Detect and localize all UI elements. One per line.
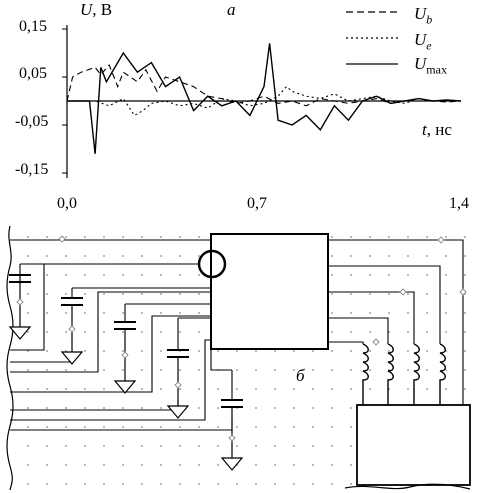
legend-main: U xyxy=(414,30,427,49)
legend-label-umax: Umax xyxy=(414,54,447,77)
capacitor xyxy=(166,349,190,419)
capacitor xyxy=(113,321,137,394)
x-tick-label: 0,0 xyxy=(57,195,77,212)
capacitor xyxy=(60,297,84,365)
capacitor xyxy=(8,274,32,340)
x-label-symbol: t xyxy=(422,120,427,139)
series-layer xyxy=(66,43,462,154)
diamond-markers xyxy=(16,235,467,442)
left-wires xyxy=(10,239,233,431)
legend-label-ub: Ub xyxy=(414,4,432,27)
series-line-u-b xyxy=(66,63,462,107)
lower-block xyxy=(356,404,471,486)
inductor xyxy=(387,343,394,405)
y-tick-label: -0,15 xyxy=(15,161,49,178)
schematic-panel-label: б xyxy=(296,366,305,385)
legend-sub: max xyxy=(426,62,447,77)
legend-sub: e xyxy=(426,38,432,53)
inductor xyxy=(439,343,446,405)
series-line-u-e xyxy=(67,85,462,117)
x-tick-label: 0,7 xyxy=(247,195,267,212)
lower-block-bottom-wave xyxy=(344,483,471,490)
series-line-u-max xyxy=(67,43,462,154)
y-label-unit: , В xyxy=(92,0,113,19)
y-axis-label: U, В xyxy=(80,0,112,20)
y-tick-label: -0,05 xyxy=(15,113,49,130)
legend-main: U xyxy=(414,4,427,23)
chart-panel-label: а xyxy=(227,0,236,19)
y-tick-label: 0,05 xyxy=(19,65,47,82)
y-label-symbol: U xyxy=(80,0,93,19)
legend-main: U xyxy=(414,54,427,73)
x-tick-label: 1,4 xyxy=(449,195,469,212)
capacitor xyxy=(220,399,244,471)
right-wires xyxy=(328,239,464,405)
legend-label-ue: Ue xyxy=(414,30,432,53)
dot-grid-background xyxy=(10,226,476,488)
chart-plot xyxy=(62,11,462,178)
legend-sub: b xyxy=(426,12,433,27)
x-label-unit: , нс xyxy=(426,120,452,139)
left-boundary-wave xyxy=(6,225,14,491)
probe-circle xyxy=(197,249,227,279)
inductor xyxy=(413,343,420,405)
x-axis-label: t, нс xyxy=(422,120,452,140)
inductor xyxy=(362,343,369,405)
central-block xyxy=(210,233,329,350)
y-tick-label: 0,15 xyxy=(19,18,47,35)
legend xyxy=(346,11,398,65)
